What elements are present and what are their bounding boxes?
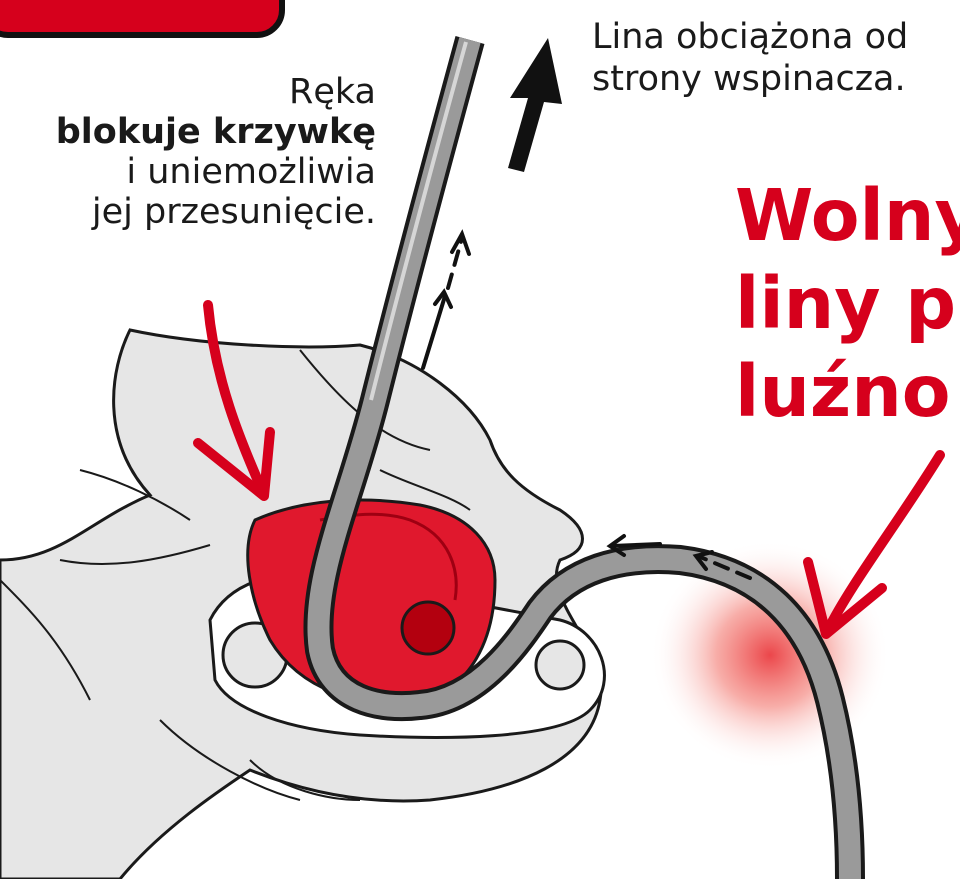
hand-note: Ręka blokuje krzywkę i uniemożliwia jej … — [56, 72, 376, 232]
slack-arrow — [828, 455, 940, 630]
warning-line1: Wolny — [735, 172, 960, 260]
device-cam-pivot — [402, 602, 454, 654]
rope-up-arrows — [423, 234, 469, 368]
hand-note-line1: Ręka — [56, 72, 376, 112]
load-arrow — [508, 38, 562, 172]
warning-line3: luźno — [735, 348, 960, 436]
rope-note: Lina obciążona od strony wspinacza. — [592, 16, 908, 100]
device-pin-right — [536, 641, 584, 689]
rope-note-line1: Lina obciążona od — [592, 16, 908, 58]
hand-note-line2: blokuje krzywkę — [56, 112, 376, 152]
warning-line2: liny p — [735, 260, 960, 348]
hand-note-line4: jej przesunięcie. — [56, 192, 376, 232]
hand-note-line3: i uniemożliwia — [56, 152, 376, 192]
rope-note-line2: strony wspinacza. — [592, 58, 908, 100]
warning-text: Wolny liny p luźno — [735, 172, 960, 436]
